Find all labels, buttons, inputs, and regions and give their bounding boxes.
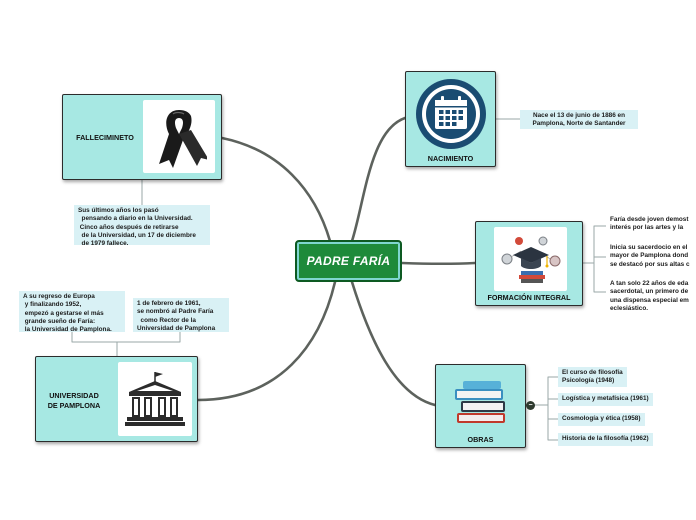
central-topic[interactable]: PADRE FARÍA — [295, 240, 402, 282]
universidad-note-line: Universidad de Pamplona — [137, 324, 216, 332]
branch-obras — [350, 280, 437, 407]
central-title: PADRE FARÍA — [306, 254, 391, 268]
formacion-note-line: mayor de Pamplona dond — [610, 252, 689, 260]
formacion-note-line: A tan solo 22 años de eda — [610, 280, 689, 287]
fallecimiento-label: FALLECIMINETO — [76, 133, 134, 142]
obras-node[interactable]: OBRAS — [435, 364, 526, 448]
fallecimiento-note-line: Sus últimos años los pasó — [78, 207, 159, 214]
universidad-note-line: empezó a gestarse el más — [23, 309, 104, 317]
formacion-note-line: Faría desde joven demost — [610, 216, 689, 223]
universidad-note-line: se nombró al Padre Faría — [137, 308, 214, 316]
books-icon — [455, 381, 505, 423]
fallecimiento-image — [143, 100, 215, 173]
universidad-note-line: la Universidad de Pamplona. — [23, 326, 112, 334]
universidad-image — [118, 362, 192, 436]
connector-formacion-notes — [582, 225, 607, 293]
connector-obras-items — [525, 376, 559, 441]
obra-item[interactable]: El curso de filosofía Psicología (1948) — [558, 367, 627, 387]
universidad-note-line: grande sueño de Faría: — [23, 317, 96, 325]
universidad-note-line: 1 de febrero de 1961, — [137, 300, 201, 307]
fallecimiento-note: Sus últimos años los pasó pensando a dia… — [74, 205, 210, 248]
fallecimiento-note-line: Cinco años después de retirarse — [78, 223, 179, 231]
obras-image — [446, 370, 516, 432]
formacion-note-3: A tan solo 22 años de eda sacerdotal, un… — [606, 278, 696, 316]
universidad-note-line: como Rector de la — [137, 316, 196, 324]
universidad-label-line: DE PAMPLONA — [47, 400, 101, 410]
universidad-label: UNIVERSIDAD DE PAMPLONA — [38, 391, 110, 410]
nacimiento-note-line: Pamplona, Norte de Santander — [532, 120, 626, 128]
universidad-note-line: y finalizando 1952, — [23, 301, 82, 309]
branch-formacion — [400, 261, 477, 266]
nacimiento-image — [412, 77, 490, 151]
nacimiento-note: Nace el 13 de junio de 1886 en Pamplona,… — [520, 110, 638, 129]
formacion-note-line: sacerdotal, un primero de — [610, 288, 689, 296]
obra-item[interactable]: Historia de la filosofía (1962) — [558, 433, 653, 446]
nacimiento-note-line: Nace el 13 de junio de 1886 en — [533, 112, 625, 119]
formacion-node[interactable]: FORMACIÓN INTEGRAL — [475, 221, 583, 306]
obras-label: OBRAS — [467, 435, 494, 444]
formacion-note-line: Inicia su sacerdocio en el — [610, 244, 688, 251]
formacion-label: FORMACIÓN INTEGRAL — [487, 293, 571, 302]
universidad-note-line: A su regreso de Europa — [23, 293, 95, 300]
formacion-note-2: Inicia su sacerdocio en el mayor de Pamp… — [606, 242, 696, 272]
formacion-note-1: Faría desde joven demost interés por las… — [606, 214, 696, 236]
fallecimiento-note-line: pensando a diario en la Universidad. — [78, 215, 193, 223]
nacimiento-label: NACIMIENTO — [427, 154, 474, 163]
universidad-note-left: A su regreso de Europa y finalizando 195… — [19, 291, 125, 334]
fallecimiento-node[interactable]: FALLECIMINETO — [62, 94, 222, 180]
formacion-note-line: eclesiástico. — [610, 304, 649, 312]
branch-nacimiento — [350, 116, 407, 243]
obras-collapse-toggle[interactable]: − — [526, 401, 535, 410]
black-ribbon-icon — [159, 109, 207, 168]
universidad-node[interactable]: UNIVERSIDAD DE PAMPLONA — [35, 356, 198, 442]
branch-universidad — [196, 280, 337, 402]
obra-item[interactable]: Cosmología y ética (1958) — [558, 413, 645, 426]
formacion-note-line: una dispensa especial em — [610, 296, 689, 304]
connector-universidad-notes — [71, 331, 181, 357]
formacion-note-line: interés por las artes y la — [610, 224, 684, 232]
formacion-image — [494, 227, 567, 291]
nacimiento-node[interactable]: NACIMIENTO — [405, 71, 496, 167]
obra-item[interactable]: Logística y metafísica (1961) — [558, 393, 653, 406]
universidad-label-line: UNIVERSIDAD — [49, 391, 99, 400]
formacion-note-line: se destacó por sus altas c — [610, 260, 690, 268]
universidad-note-right: 1 de febrero de 1961, se nombró al Padre… — [133, 298, 229, 332]
university-building-icon — [125, 372, 185, 426]
calendar-icon — [416, 79, 486, 149]
fallecimiento-note-line: de la Universidad, un 17 de diciembre — [78, 231, 196, 239]
fallecimiento-note-line: de 1979 fallece. — [78, 240, 129, 248]
branch-fallecimiento — [220, 136, 332, 243]
graduation-cap-icon — [501, 236, 560, 283]
